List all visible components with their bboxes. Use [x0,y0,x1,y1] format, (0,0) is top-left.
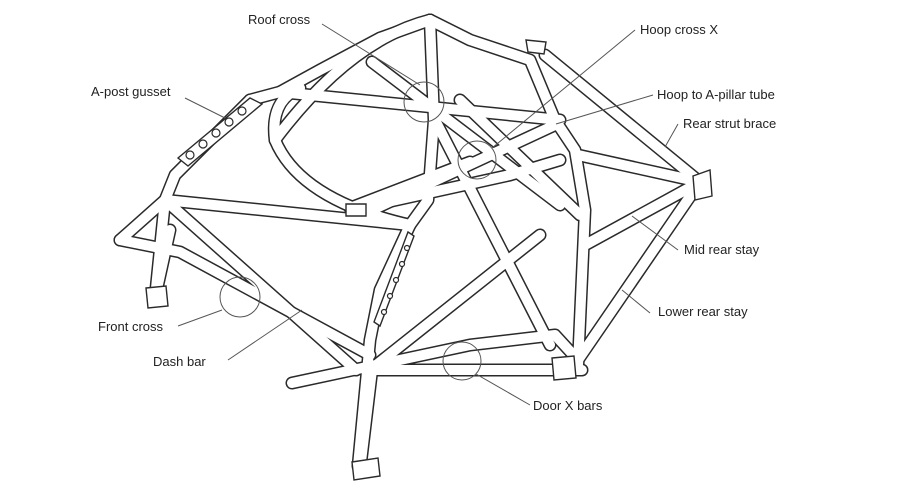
label-mid-rear-stay: Mid rear stay [684,242,760,257]
tube-door-x-1-fill [365,230,545,375]
tube-rear-lower-link-fill [455,95,585,220]
label-roof-cross: Roof cross [248,12,311,27]
tube-mid-rear-stay-fill [580,177,705,250]
label-a-post-gusset: A-post gusset [91,84,171,99]
tube-rear-cross-lower-fill [355,155,565,213]
tube-front-down-left-fill [115,195,415,245]
tube-door-bar-low-fill [287,330,583,388]
tube-door-x-2 [353,363,589,477]
tube-rear-stay-top-fill [573,150,705,187]
label-lower-rear-stay: Lower rear stay [658,304,748,319]
tube-lower-rear-stay-fill [573,177,705,365]
hoop-gusset-plate [373,230,415,328]
mounting-feet [145,39,713,481]
label-hoop-to-a-pillar-tube: Hoop to A-pillar tube [657,87,775,102]
leader-lines [177,23,679,406]
tube-mid-hoop-bar-fill [345,157,475,213]
callout-circles [219,81,497,381]
label-dash-bar: Dash bar [153,354,206,369]
label-hoop-cross-x: Hoop cross X [640,22,719,37]
label-rear-strut-brace: Rear strut brace [683,116,777,131]
tube-door-x-2-fill [355,365,587,475]
tube-hoop-cross-x-2-fill [367,57,565,210]
tube-front-cross-fill [160,195,361,375]
tube-hoop-to-a-pillar-fill [275,87,565,125]
label-door-x-bars: Door X bars [533,398,603,413]
tube-dash-bar-fill [115,235,375,360]
tube-rear-diagonal-fill [430,115,555,350]
a-post-gusset-plate [176,97,264,167]
tube-roof-cross-fill [270,15,435,145]
label-front-cross: Front cross [98,319,164,334]
tube-rear-strut-brace-fill [540,50,705,187]
